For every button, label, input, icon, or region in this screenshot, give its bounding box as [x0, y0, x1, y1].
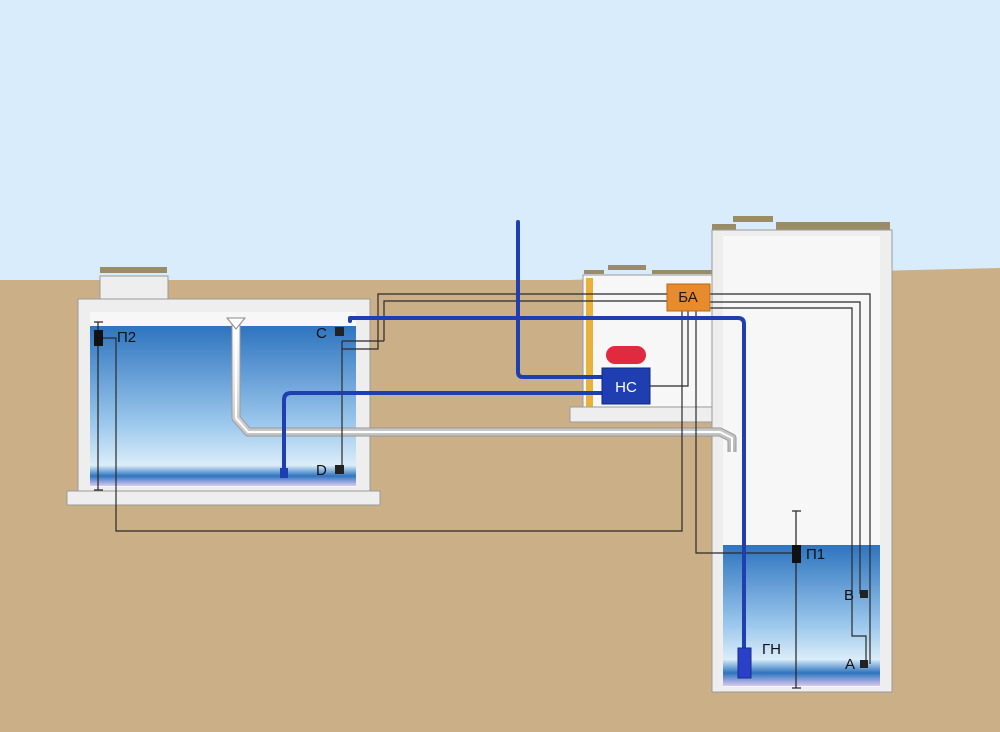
pump-room-roof-cap-1: [608, 265, 646, 270]
sensor-a-label: A: [845, 656, 855, 673]
sensor-c-label: C: [316, 325, 327, 342]
suction-line-from-tank: [282, 391, 606, 476]
control-box-label: БА: [678, 289, 698, 306]
deep-well-pump[interactable]: [737, 647, 752, 679]
control-box[interactable]: БА: [666, 283, 711, 312]
float-p2-label: П2: [117, 329, 136, 346]
drain-pipe: [225, 317, 737, 452]
well-water: [723, 545, 880, 660]
pump-station[interactable]: НС: [601, 367, 651, 405]
wall-insulation: [586, 278, 593, 407]
pump-room-roof-cap-2: [584, 270, 604, 274]
sensor-b: [860, 590, 868, 598]
well: [711, 216, 893, 693]
well-lid-3: [712, 224, 736, 230]
float-switch-p1[interactable]: [792, 510, 801, 689]
drain-funnel: [225, 317, 247, 330]
well-pressure-line: [348, 316, 746, 652]
well-lid-2: [776, 222, 890, 230]
float-switch-p2[interactable]: [94, 321, 103, 491]
storage-tank: [66, 267, 381, 506]
float-p1-label: П1: [806, 546, 825, 563]
sensor-a: [860, 660, 868, 668]
tank-water: [90, 326, 356, 466]
suction-inlet: [280, 468, 288, 478]
tank-lid: [100, 267, 167, 273]
pump-room-roof-cap-3: [652, 270, 712, 274]
sensor-b-label: B: [844, 587, 854, 604]
tank-base: [66, 490, 381, 506]
deep-pump-label: ГН: [762, 641, 781, 658]
control-wires: [98, 293, 871, 664]
sensor-d: [335, 465, 344, 474]
blue-pipes: [282, 220, 746, 652]
sensor-d-label: D: [316, 462, 327, 479]
pump-room-floor: [569, 406, 721, 423]
tank-neck: [99, 275, 169, 303]
pressure-accumulator: [606, 346, 646, 364]
pump-station-label: НС: [615, 379, 637, 396]
tank-water-bottom: [90, 466, 356, 486]
well-lid-1: [733, 216, 773, 222]
supply-line-to-house: [516, 220, 606, 379]
sensor-c: [335, 327, 344, 336]
